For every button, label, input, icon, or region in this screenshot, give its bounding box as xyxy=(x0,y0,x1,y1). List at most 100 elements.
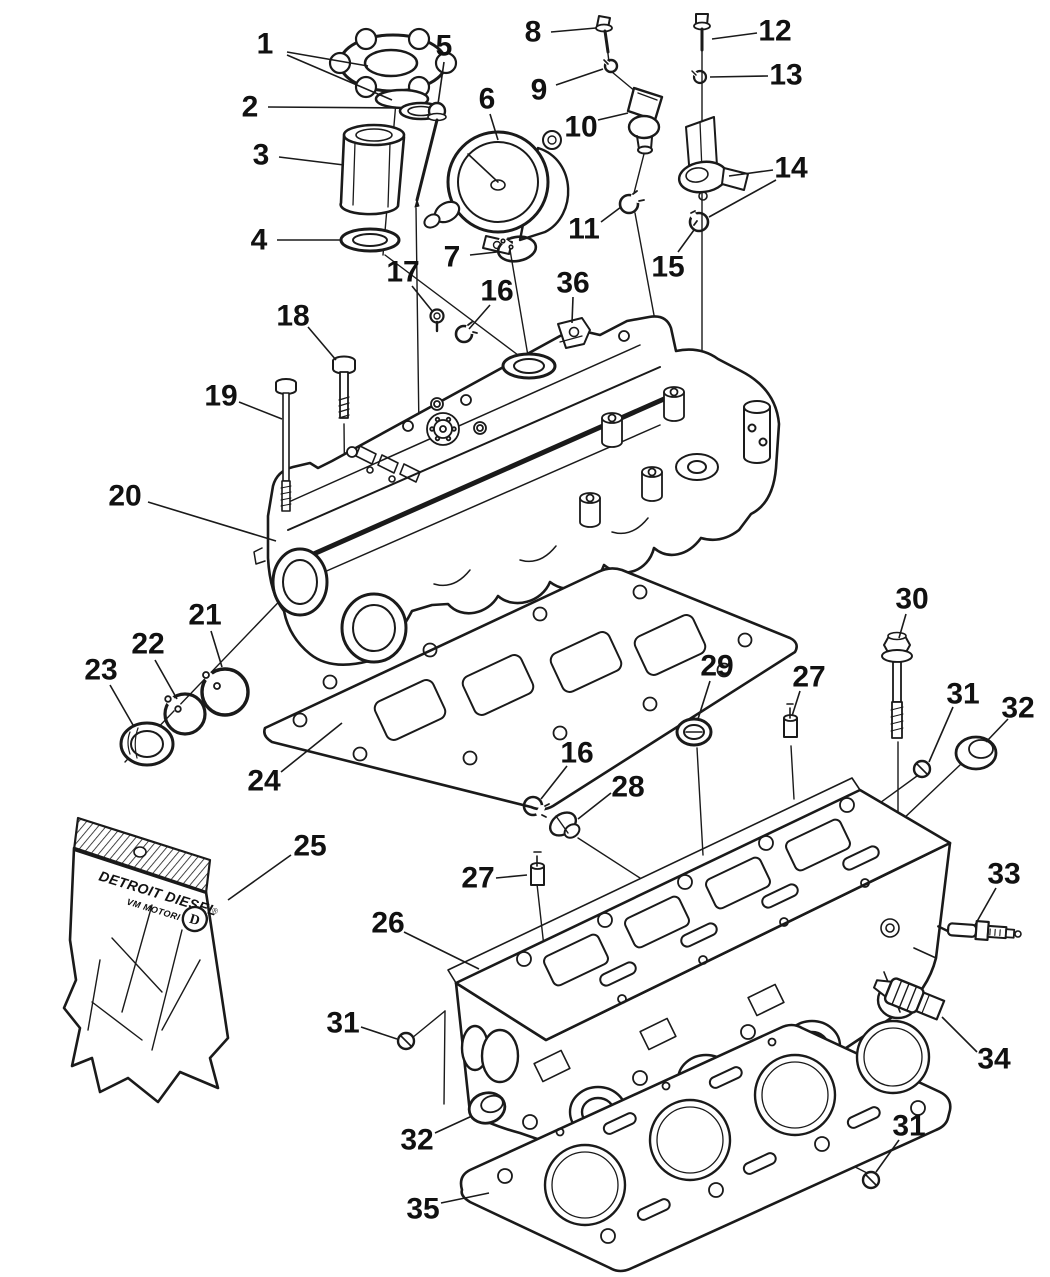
plug-28 xyxy=(548,811,581,839)
callout-label-23: 23 xyxy=(84,654,117,687)
clip-13 xyxy=(691,69,708,85)
snap-ring-21 xyxy=(200,667,250,717)
cover-right-end xyxy=(675,400,771,481)
callout-label-34: 34 xyxy=(977,1043,1011,1076)
callout-label-27: 27 xyxy=(792,661,825,694)
callout-leader-line xyxy=(941,1016,978,1053)
bolt-5 xyxy=(414,101,447,208)
callout-leader-line xyxy=(697,680,711,720)
callout-label-36: 36 xyxy=(556,267,589,300)
sensor-bracket-14 xyxy=(677,116,749,201)
clip-15 xyxy=(688,210,710,233)
dowel-pin-27-right xyxy=(783,703,798,738)
callout-leader-line xyxy=(555,68,604,86)
callout-leader-line xyxy=(238,401,283,420)
callout-leader-line xyxy=(147,501,277,542)
cover-standoffs xyxy=(579,386,685,528)
plug-31-right xyxy=(912,759,932,779)
callout-label-15: 15 xyxy=(651,251,684,284)
callout-label-32: 32 xyxy=(1001,692,1034,725)
callout-label-1: 1 xyxy=(257,28,274,61)
callout-leader-line xyxy=(489,113,499,141)
dowel-pin-27-left xyxy=(530,851,545,886)
callout-leader-line xyxy=(286,54,393,101)
callout-label-12: 12 xyxy=(758,15,791,48)
parts-bag: DETROIT DIESEL VM MOTORI D ® xyxy=(62,816,230,1104)
callout-label-4: 4 xyxy=(251,224,268,257)
callout-label-32: 32 xyxy=(400,1124,433,1157)
callout-label-29: 29 xyxy=(700,650,733,683)
valve-cover-gasket xyxy=(263,567,798,811)
plug-31-bottom xyxy=(861,1170,881,1190)
callout-leader-line xyxy=(468,304,491,330)
callout-label-9: 9 xyxy=(531,74,548,107)
callout-leader-line xyxy=(109,684,134,726)
callout-label-5: 5 xyxy=(436,30,453,63)
stud-17 xyxy=(429,308,445,333)
callout-leader-line xyxy=(210,630,223,668)
tube-seal-ring xyxy=(339,227,401,253)
callout-leader-line xyxy=(278,156,345,166)
callout-label-7: 7 xyxy=(444,241,461,274)
o-ring-7 xyxy=(496,235,538,263)
callout-label-2: 2 xyxy=(242,91,259,124)
callout-leader-line xyxy=(550,27,597,33)
callout-label-31: 31 xyxy=(946,678,979,711)
callout-leader-line xyxy=(267,106,403,109)
bolt-12 xyxy=(693,13,711,52)
bag-reg-mark: ® xyxy=(211,906,219,916)
callout-label-35: 35 xyxy=(406,1193,439,1226)
callout-leader-line xyxy=(540,765,568,800)
callout-label-16: 16 xyxy=(560,737,593,770)
callout-leader-line xyxy=(728,169,774,177)
callout-label-21: 21 xyxy=(188,599,221,632)
head-bolt-30 xyxy=(881,631,913,739)
oil-filler-cap xyxy=(328,27,458,110)
callout-leader-line xyxy=(985,718,1009,743)
oil-filler-neck xyxy=(501,352,557,380)
filler-tube xyxy=(339,123,406,216)
callout-leader-line xyxy=(440,1192,490,1204)
callout-label-10: 10 xyxy=(564,111,597,144)
callout-leader-line xyxy=(571,296,574,324)
callout-label-33: 33 xyxy=(987,858,1020,891)
callout-label-11: 11 xyxy=(568,213,600,246)
vacuum-pump xyxy=(423,130,570,255)
callout-leader-line xyxy=(280,722,343,773)
callout-leader-line xyxy=(709,75,769,78)
callout-leader-line xyxy=(286,51,369,67)
callout-leader-line xyxy=(597,112,629,121)
callout-label-13: 13 xyxy=(769,59,802,92)
glow-plug-33 xyxy=(937,919,1022,941)
callout-leader-line xyxy=(875,1139,900,1173)
pump-mount-detail xyxy=(426,397,487,446)
temp-sensor-34 xyxy=(873,977,946,1021)
callout-leader-line xyxy=(791,690,801,717)
seal-ring-29 xyxy=(675,717,713,747)
callout-label-6: 6 xyxy=(479,83,496,116)
callout-label-31: 31 xyxy=(326,1007,359,1040)
callout-leader-line xyxy=(307,326,337,361)
bolt-8 xyxy=(595,15,613,54)
callout-leader-line xyxy=(577,792,612,820)
callout-leader-line xyxy=(360,1026,398,1040)
seal-23 xyxy=(119,721,175,767)
clip-16-bottom xyxy=(522,795,550,818)
callout-leader-line xyxy=(495,874,528,879)
callout-leader-line xyxy=(434,1115,473,1134)
callout-label-17: 17 xyxy=(386,256,419,289)
stud-19 xyxy=(275,378,297,512)
callout-leader-line xyxy=(600,206,622,223)
camshaft-sensor-10 xyxy=(626,86,664,155)
head-gasket xyxy=(459,1019,952,1273)
callout-label-27: 27 xyxy=(461,862,494,895)
callout-label-3: 3 xyxy=(253,139,270,172)
plug-31-left xyxy=(396,1031,416,1051)
bolt-18 xyxy=(332,355,356,419)
callout-label-8: 8 xyxy=(525,16,542,49)
callout-label-19: 19 xyxy=(204,380,237,413)
callout-leader-line xyxy=(708,179,777,218)
callout-leader-line xyxy=(928,706,954,763)
callout-leader-line xyxy=(898,613,907,639)
